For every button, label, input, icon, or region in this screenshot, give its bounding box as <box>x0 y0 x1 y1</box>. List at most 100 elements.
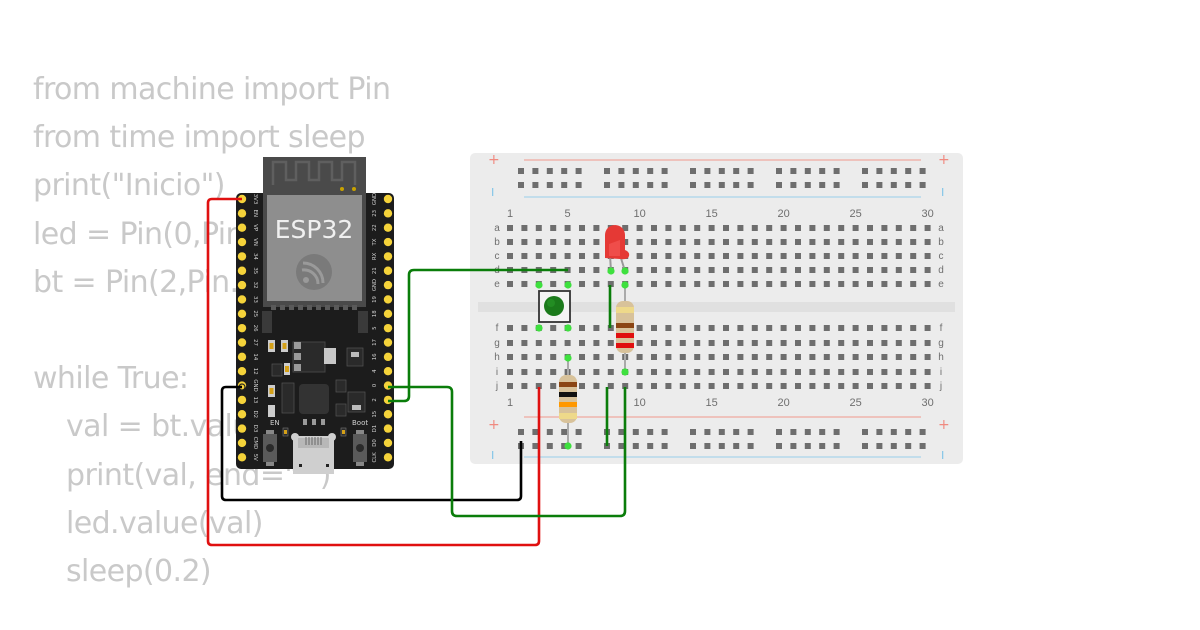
breadboard-hole[interactable] <box>521 354 528 360</box>
breadboard-hole[interactable] <box>651 281 657 287</box>
breadboard-hole[interactable] <box>535 340 542 346</box>
breadboard-hole[interactable] <box>895 369 902 375</box>
breadboard-hole[interactable] <box>564 225 571 231</box>
breadboard-hole[interactable] <box>867 253 873 259</box>
rail-hole[interactable] <box>919 182 926 188</box>
breadboard-hole[interactable] <box>679 325 686 331</box>
breadboard-hole[interactable] <box>521 281 528 287</box>
breadboard-hole[interactable] <box>910 281 917 287</box>
micro-usb-port[interactable] <box>291 433 336 474</box>
breadboard-hole[interactable] <box>579 253 585 259</box>
rail-hole[interactable] <box>776 182 782 188</box>
breadboard-hole[interactable] <box>737 267 744 273</box>
esp32-devkit[interactable]: ESP32 EN Boot <box>236 157 394 474</box>
rail-hole[interactable] <box>833 182 840 188</box>
rail-hole[interactable] <box>718 443 725 449</box>
rail-hole[interactable] <box>618 429 625 435</box>
breadboard-hole[interactable] <box>751 369 758 375</box>
esp32-pin[interactable] <box>237 295 247 304</box>
breadboard-hole[interactable] <box>708 267 715 273</box>
breadboard-hole[interactable] <box>723 267 729 273</box>
breadboard-hole[interactable] <box>823 267 830 273</box>
breadboard-hole[interactable] <box>838 253 845 259</box>
rail-hole[interactable] <box>604 182 610 188</box>
breadboard-hole[interactable] <box>809 239 816 245</box>
pushbutton[interactable] <box>538 290 571 323</box>
breadboard-hole[interactable] <box>795 354 801 360</box>
rail-hole[interactable] <box>575 168 582 174</box>
breadboard-hole[interactable] <box>622 383 629 389</box>
rail-hole[interactable] <box>661 182 668 188</box>
breadboard-hole[interactable] <box>564 340 571 346</box>
breadboard-hole[interactable] <box>895 239 902 245</box>
rail-hole[interactable] <box>833 168 840 174</box>
rail-hole[interactable] <box>776 168 782 174</box>
breadboard-hole[interactable] <box>910 383 917 389</box>
breadboard-hole[interactable] <box>838 281 845 287</box>
breadboard-hole[interactable] <box>780 239 787 245</box>
esp32-pin[interactable] <box>237 209 247 218</box>
breadboard-hole[interactable] <box>780 383 787 389</box>
breadboard-hole[interactable] <box>723 239 729 245</box>
breadboard-hole[interactable] <box>867 281 873 287</box>
breadboard-hole[interactable] <box>535 225 542 231</box>
breadboard-hole[interactable] <box>679 340 686 346</box>
breadboard-hole[interactable] <box>607 340 614 346</box>
esp32-pin[interactable] <box>237 223 247 232</box>
rail-hole[interactable] <box>632 168 639 174</box>
rail-hole[interactable] <box>862 429 868 435</box>
rail-hole[interactable] <box>661 429 668 435</box>
esp32-pin[interactable] <box>237 280 247 290</box>
rail-hole[interactable] <box>546 182 553 188</box>
breadboard-hole[interactable] <box>838 325 845 331</box>
esp32-pin[interactable] <box>383 367 393 376</box>
breadboard-hole[interactable] <box>694 340 701 346</box>
breadboard-hole[interactable] <box>881 267 888 273</box>
rail-hole[interactable] <box>905 182 912 188</box>
breadboard-hole[interactable] <box>924 239 931 245</box>
rail-hole[interactable] <box>546 429 553 435</box>
breadboard-hole[interactable] <box>651 383 657 389</box>
esp32-pin[interactable] <box>237 453 247 462</box>
breadboard-hole[interactable] <box>579 340 585 346</box>
breadboard-hole[interactable] <box>535 369 542 375</box>
rail-hole[interactable] <box>905 429 912 435</box>
rail-hole[interactable] <box>546 443 553 449</box>
breadboard-hole[interactable] <box>665 267 672 273</box>
esp32-pin[interactable] <box>237 410 247 419</box>
breadboard-hole[interactable] <box>924 253 931 259</box>
breadboard-hole[interactable] <box>766 340 773 346</box>
esp32-pin[interactable] <box>383 438 393 448</box>
breadboard-hole[interactable] <box>751 267 758 273</box>
esp32-pin[interactable] <box>237 323 247 333</box>
breadboard-hole[interactable] <box>593 383 600 389</box>
rail-hole[interactable] <box>661 443 668 449</box>
breadboard-hole[interactable] <box>708 369 715 375</box>
breadboard-hole[interactable] <box>737 383 744 389</box>
breadboard-hole[interactable] <box>780 354 787 360</box>
esp32-pin[interactable] <box>383 424 393 433</box>
rail-hole[interactable] <box>747 429 754 435</box>
breadboard-hole[interactable] <box>507 281 513 287</box>
rail-hole[interactable] <box>718 168 725 174</box>
breadboard-hole[interactable] <box>881 239 888 245</box>
breadboard-hole[interactable] <box>679 281 686 287</box>
breadboard-hole[interactable] <box>867 354 873 360</box>
rail-hole[interactable] <box>804 443 811 449</box>
breadboard-hole[interactable] <box>910 267 917 273</box>
breadboard-hole[interactable] <box>550 281 557 287</box>
esp32-pin[interactable] <box>383 381 393 390</box>
esp32-pin[interactable] <box>383 252 393 261</box>
rail-hole[interactable] <box>604 168 610 174</box>
breadboard-hole[interactable] <box>795 239 801 245</box>
breadboard-hole[interactable] <box>895 354 902 360</box>
esp32-pin[interactable] <box>237 438 247 448</box>
breadboard-hole[interactable] <box>924 325 931 331</box>
breadboard-hole[interactable] <box>507 340 513 346</box>
breadboard-hole[interactable] <box>723 225 729 231</box>
rail-hole[interactable] <box>618 182 625 188</box>
breadboard-hole[interactable] <box>751 239 758 245</box>
rail-hole[interactable] <box>546 168 553 174</box>
breadboard-hole[interactable] <box>694 325 701 331</box>
breadboard-hole[interactable] <box>535 383 542 389</box>
